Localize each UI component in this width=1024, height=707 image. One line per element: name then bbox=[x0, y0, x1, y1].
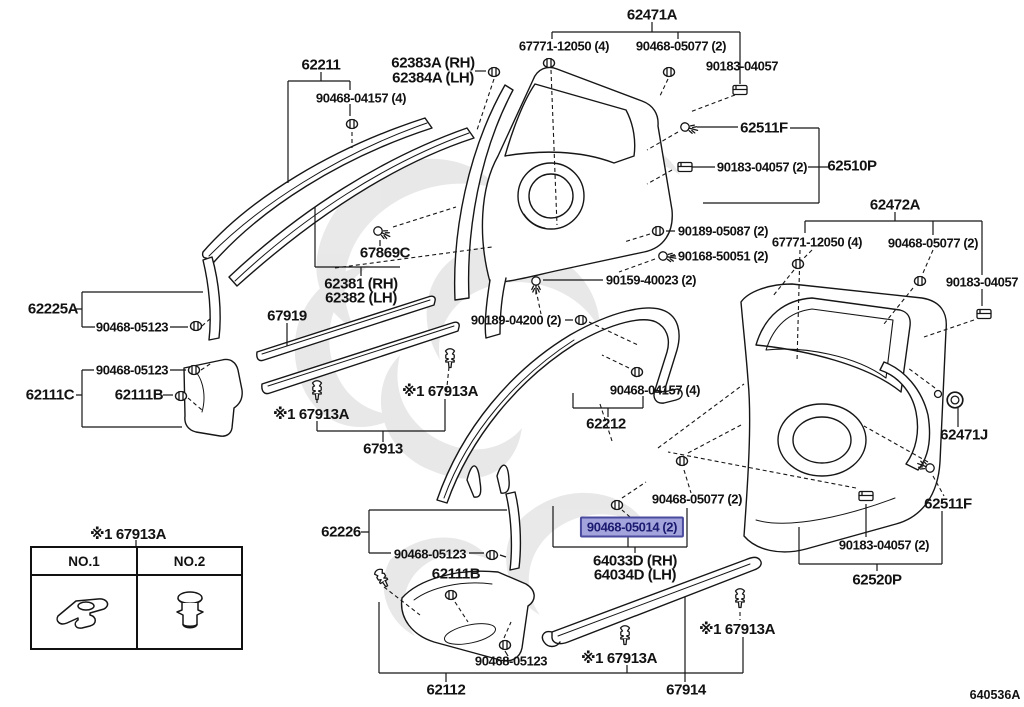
grommet-clip-icon bbox=[630, 366, 644, 378]
part-label-90468-05014-highlighted[interactable]: 90468-05014 (2) bbox=[579, 516, 685, 538]
part-label-90468-04157-mid[interactable]: 90468-04157 (4) bbox=[609, 382, 701, 398]
part-label-90468-05077-mid[interactable]: 90468-05077 (2) bbox=[651, 491, 743, 507]
screw-icon bbox=[679, 121, 700, 136]
part-label-64033d-rh[interactable]: 64033D (RH) bbox=[593, 552, 677, 570]
front-scuff-plates bbox=[256, 295, 460, 395]
part-label-62381-rh[interactable]: 62381 (RH) bbox=[324, 275, 398, 293]
part-label-62111b-top[interactable]: 62111B bbox=[114, 386, 164, 404]
grommet-clip-icon bbox=[675, 455, 689, 467]
part-label-67919[interactable]: 67919 bbox=[267, 307, 307, 325]
part-label-90183-04057-2-bottom[interactable]: 90183-04057 (2) bbox=[838, 537, 930, 553]
part-label-90468-05123-c[interactable]: 90468-05123 bbox=[393, 546, 467, 562]
grommet-clip-icon bbox=[189, 320, 203, 332]
part-label-90468-05123-d[interactable]: 90468-05123 bbox=[474, 653, 548, 669]
part-label-90168-50051[interactable]: 90168-50051 (2) bbox=[677, 248, 769, 264]
grommet-clip-icon bbox=[662, 66, 676, 78]
part-label-62111b-bottom[interactable]: 62111B bbox=[431, 565, 481, 583]
washer-icon bbox=[933, 389, 943, 399]
part-label-62510p[interactable]: 62510P bbox=[827, 157, 877, 175]
part-label-90189-05087[interactable]: 90189-05087 (2) bbox=[677, 223, 769, 239]
part-label-90159-40023[interactable]: 90159-40023 (2) bbox=[605, 272, 697, 288]
part-label-62226[interactable]: 62226 bbox=[321, 523, 361, 541]
part-label-67914[interactable]: 67914 bbox=[666, 681, 706, 699]
drawing-code: 640536A bbox=[969, 688, 1021, 702]
legend-col1-header: NO.1 bbox=[32, 548, 138, 574]
part-label-90468-05123-a[interactable]: 90468-05123 bbox=[95, 319, 169, 335]
screw-icon bbox=[531, 276, 541, 295]
part-label-67913a-ref3[interactable]: ※1 67913A bbox=[580, 650, 658, 667]
retainer-clip-icon bbox=[976, 308, 992, 320]
screw-icon bbox=[657, 250, 678, 264]
grommet-clip-icon bbox=[651, 225, 665, 237]
part-label-67771-12050-right[interactable]: 67771-12050 (4) bbox=[771, 234, 863, 250]
retainer-clip-icon bbox=[858, 490, 874, 502]
part-label-62225a[interactable]: 62225A bbox=[27, 300, 79, 318]
part-label-62112[interactable]: 62112 bbox=[426, 681, 466, 699]
hook-clip-no1-icon bbox=[56, 598, 109, 629]
rear-quarter-trim-panel bbox=[740, 283, 947, 553]
bracket-lines bbox=[76, 22, 983, 682]
part-label-67913a-ref1[interactable]: ※1 67913A bbox=[272, 406, 350, 423]
part-label-62511f-top[interactable]: 62511F bbox=[740, 119, 788, 137]
leader-lines bbox=[187, 69, 975, 639]
part-label-90189-04200[interactable]: 90189-04200 (2) bbox=[470, 312, 562, 328]
rear-scuff-plate bbox=[541, 556, 762, 648]
part-label-62382-lh[interactable]: 62382 (LH) bbox=[325, 289, 397, 307]
part-label-90468-05077-top[interactable]: 90468-05077 (2) bbox=[635, 38, 727, 54]
part-label-67913a-ref2[interactable]: ※1 67913A bbox=[401, 383, 479, 400]
center-pillar-garnish bbox=[436, 307, 683, 504]
part-label-62472a[interactable]: 62472A bbox=[869, 196, 921, 214]
grommet-clip-icon bbox=[487, 66, 501, 78]
part-label-67771-12050-top[interactable]: 67771-12050 (4) bbox=[518, 38, 610, 54]
legend-title: ※1 67913A bbox=[89, 526, 167, 543]
grommet-clip-icon bbox=[610, 499, 624, 511]
grommet-clip-icon bbox=[542, 57, 556, 69]
legend-clip-no2-cell bbox=[138, 576, 241, 648]
part-label-62111c[interactable]: 62111C bbox=[25, 386, 75, 404]
cowl-side-trim-rear bbox=[400, 464, 535, 662]
part-label-62520p[interactable]: 62520P bbox=[852, 571, 902, 589]
part-label-67913[interactable]: 67913 bbox=[363, 440, 403, 458]
part-label-62384a-lh[interactable]: 62384A (LH) bbox=[392, 69, 474, 87]
grommet-clip-icon bbox=[345, 118, 359, 130]
push-clip-no2-icon bbox=[175, 591, 204, 629]
grommet-clip-icon bbox=[574, 314, 588, 326]
part-label-62511f-bottom[interactable]: 62511F bbox=[924, 495, 972, 513]
part-label-90183-04057-right[interactable]: 90183-04057 bbox=[945, 274, 1019, 290]
part-label-62471j[interactable]: 62471J bbox=[940, 426, 988, 444]
grommet-clip-icon bbox=[498, 639, 512, 651]
screw-icon bbox=[371, 224, 393, 241]
part-label-62211[interactable]: 62211 bbox=[301, 56, 341, 74]
part-label-67913a-ref4[interactable]: ※1 67913A bbox=[698, 621, 776, 638]
retainer-clip-icon bbox=[732, 84, 748, 96]
grommet-clip-icon bbox=[444, 589, 458, 601]
grommet-clip-icon bbox=[174, 390, 188, 402]
part-label-64034d-lh[interactable]: 64034D (LH) bbox=[593, 566, 677, 584]
part-label-90183-04057-top[interactable]: 90183-04057 bbox=[705, 58, 779, 74]
pushpin-clip-icon bbox=[619, 625, 631, 646]
cowl-side-trim-front bbox=[183, 358, 243, 437]
part-label-90468-05123-b[interactable]: 90468-05123 bbox=[95, 362, 169, 378]
legend-box: NO.1 NO.2 bbox=[30, 546, 243, 650]
part-label-62212[interactable]: 62212 bbox=[586, 415, 626, 433]
legend-clip-no1-cell bbox=[32, 576, 138, 648]
part-label-67869c[interactable]: 67869C bbox=[359, 244, 411, 262]
grommet-clip-icon bbox=[913, 275, 927, 287]
pushpin-clip-icon bbox=[734, 588, 746, 609]
part-label-90468-04157-left[interactable]: 90468-04157 (4) bbox=[315, 90, 407, 106]
grommet-icon bbox=[946, 391, 964, 409]
part-label-90468-05077-right[interactable]: 90468-05077 (2) bbox=[887, 235, 979, 251]
part-label-62383a-rh[interactable]: 62383A (RH) bbox=[391, 54, 475, 72]
grommet-clip-icon bbox=[791, 258, 805, 270]
pushpin-clip-icon bbox=[444, 348, 456, 369]
part-label-90183-04057-2-top[interactable]: 90183-04057 (2) bbox=[716, 159, 808, 175]
legend-col2-header: NO.2 bbox=[173, 553, 206, 569]
windshield-pillar-garnish-strips bbox=[201, 117, 475, 341]
retainer-clip-icon bbox=[677, 161, 693, 173]
grommet-clip-icon bbox=[187, 364, 201, 376]
front-quarter-trim-panel bbox=[453, 66, 673, 339]
part-label-62471a[interactable]: 62471A bbox=[626, 6, 678, 24]
grommet-clip-icon bbox=[485, 549, 499, 561]
